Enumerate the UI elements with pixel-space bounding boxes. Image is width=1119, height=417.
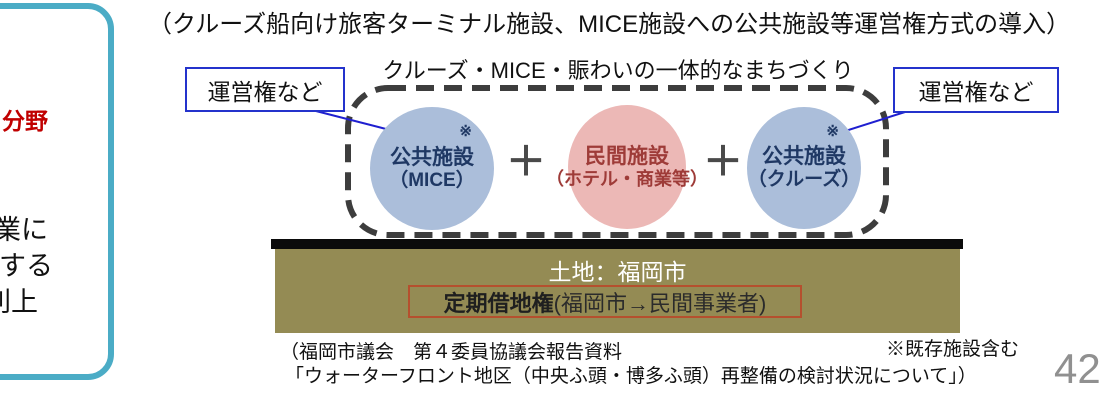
circle-sublabel: （MICE） bbox=[389, 169, 475, 191]
diagram-heading: クルーズ・MICE・賑わいの一体的なまちづくり bbox=[382, 58, 854, 83]
left-clipped-panel bbox=[0, 3, 114, 380]
circle-label: 民間施設 bbox=[585, 144, 669, 168]
asterisk-note: ※ bbox=[459, 123, 472, 140]
ground-bar bbox=[271, 239, 963, 249]
circle-public-cruise: ※ 公共施設 （クルーズ） bbox=[747, 107, 861, 229]
callout-operation-rights-left: 運営権など bbox=[185, 67, 345, 112]
source-caption-line2: 「ウォーターフロント地区（中央ふ頭・博多ふ頭）再整備の検討状況について」） bbox=[285, 366, 977, 387]
panel-text-fragment: 則上 bbox=[0, 287, 38, 317]
panel-text-fragment: する bbox=[0, 251, 53, 281]
circle-public-mice: ※ 公共施設 （MICE） bbox=[370, 107, 494, 230]
panel-text-fragment: 分野 bbox=[2, 108, 48, 134]
asterisk-note: ※ bbox=[826, 123, 839, 140]
circle-label: 公共施設 bbox=[390, 145, 474, 169]
circle-private-facility: 民間施設 （ホテル・商業等） bbox=[546, 105, 708, 229]
panel-text-fragment: 業に bbox=[0, 215, 48, 245]
callout-line-left bbox=[311, 109, 391, 131]
lease-term: 定期借地権 bbox=[443, 290, 554, 316]
existing-facility-footnote: ※既存施設含む bbox=[886, 339, 1020, 360]
circle-sublabel: （クルーズ） bbox=[747, 169, 861, 191]
plus-sign: ＋ bbox=[506, 140, 546, 184]
source-caption-line1: （福岡市議会 第４委員協議会報告資料 bbox=[280, 342, 623, 363]
page-number: 42 bbox=[1054, 345, 1101, 392]
circle-sublabel: （ホテル・商業等） bbox=[546, 168, 708, 189]
lease-detail: (福岡市→民間事業者) bbox=[553, 290, 767, 316]
land-strip: 土地：福岡市 定期借地権(福岡市→民間事業者) bbox=[275, 249, 960, 333]
page-title: （クルーズ船向け旅客ターミナル施設、MICE施設への公共施設等運営権方式の導入） bbox=[148, 11, 1071, 38]
plus-sign: ＋ bbox=[703, 140, 743, 184]
circle-label: 公共施設 bbox=[762, 145, 846, 168]
land-owner-label: 土地：福岡市 bbox=[548, 259, 687, 285]
callout-operation-rights-right: 運営権など bbox=[893, 67, 1059, 113]
lease-box: 定期借地権(福岡市→民間事業者) bbox=[408, 285, 802, 318]
